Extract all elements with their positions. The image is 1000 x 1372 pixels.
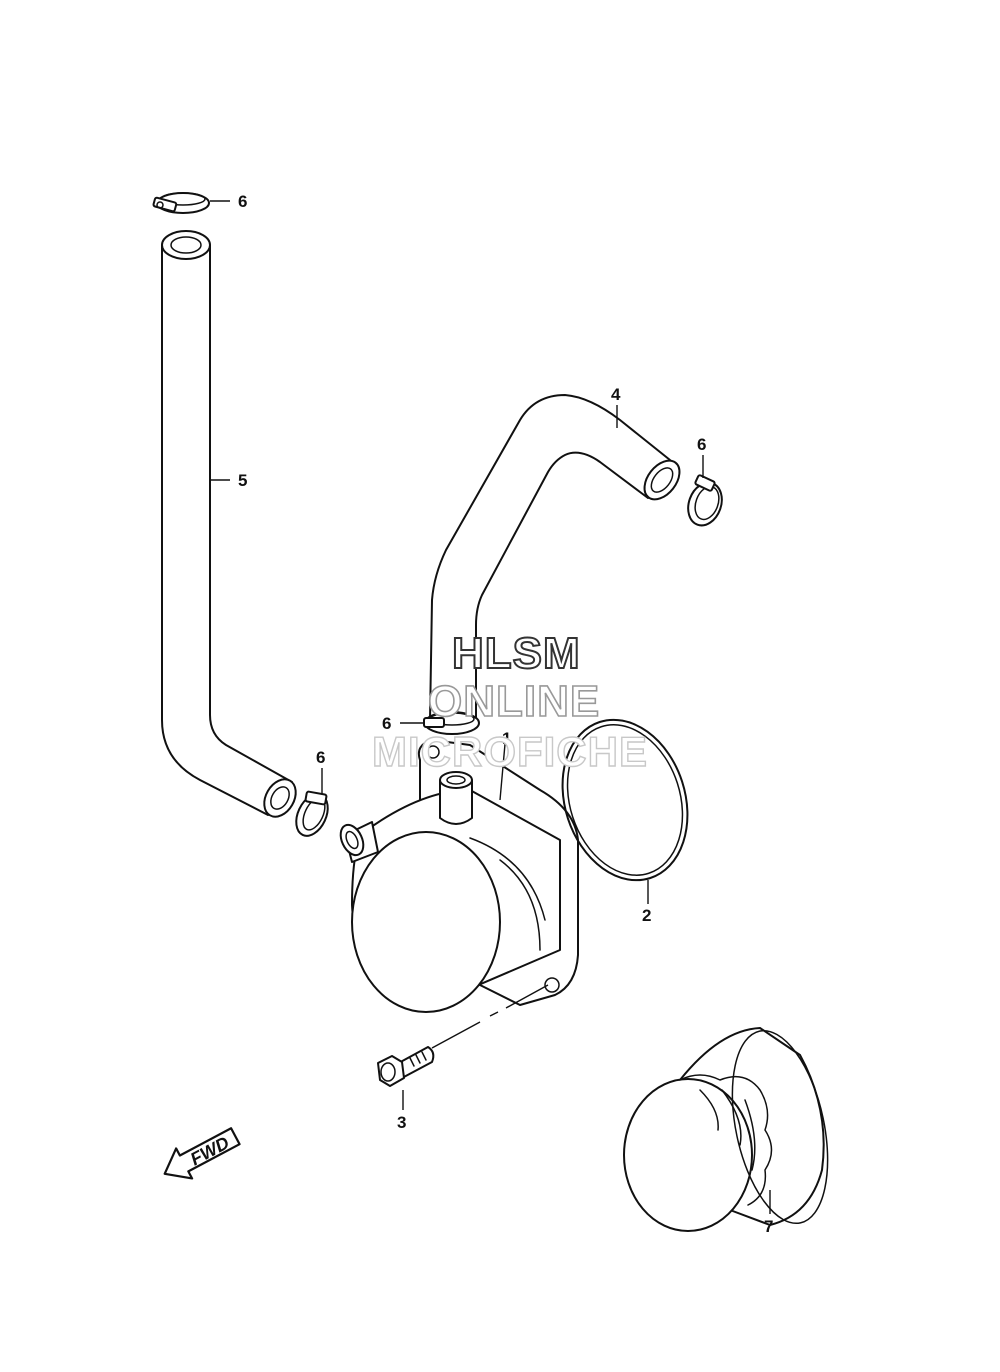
callout-6-middle: 6 bbox=[382, 714, 391, 733]
callout-6-lower-left: 6 bbox=[316, 748, 325, 767]
watermark-line-2: ONLINE bbox=[428, 677, 600, 726]
oil-cooler-part bbox=[339, 739, 579, 1013]
fwd-arrow-icon: FWD bbox=[163, 1127, 241, 1180]
hose-clamp-lower-left bbox=[295, 790, 329, 837]
hose-clamp-middle bbox=[423, 711, 480, 735]
hose-clamp-top bbox=[152, 192, 210, 214]
hose-upper-part bbox=[429, 394, 681, 723]
callout-6-right: 6 bbox=[697, 435, 706, 454]
callout-3: 3 bbox=[397, 1113, 406, 1132]
callout-2: 2 bbox=[642, 906, 651, 925]
bolt-part bbox=[377, 984, 549, 1087]
callout-4: 4 bbox=[611, 385, 621, 404]
watermark-line-1: HLSM bbox=[452, 629, 581, 678]
callout-5: 5 bbox=[238, 471, 247, 490]
callout-6-top: 6 bbox=[238, 192, 247, 211]
watermark: HLSM ONLINE MICROFICHE bbox=[371, 628, 648, 776]
o-ring-part bbox=[561, 718, 689, 882]
fwd-label: FWD bbox=[187, 1133, 233, 1170]
watermark-line-3: MICROFICHE bbox=[372, 728, 648, 775]
hose-clamp-right bbox=[687, 474, 723, 527]
callout-7: 7 bbox=[764, 1217, 773, 1236]
callout-1: 1 bbox=[502, 729, 511, 748]
leader-lines bbox=[210, 200, 771, 1214]
hose-long-part bbox=[161, 230, 297, 818]
oil-filter-part bbox=[623, 1027, 829, 1232]
